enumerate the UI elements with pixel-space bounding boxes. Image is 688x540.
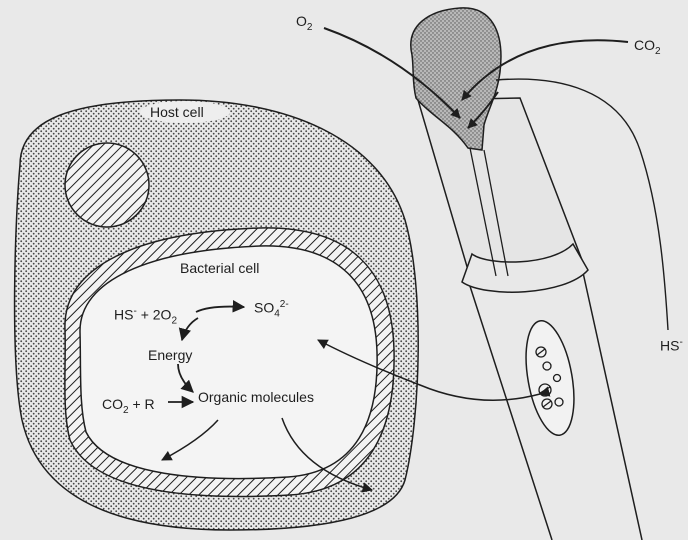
hs-charge: -: [133, 306, 136, 317]
o2-text: O: [296, 13, 307, 29]
plus-2o2-text: + 2O: [141, 307, 172, 323]
organic-molecules-text: Organic molecules: [198, 389, 314, 405]
bacterial-cell-label: Bacterial cell: [180, 261, 259, 275]
bacterial-cell-label-text: Bacterial cell: [180, 260, 259, 276]
hs-label-text: HS: [660, 338, 679, 354]
so4-text: SO: [254, 300, 274, 316]
so4-subscript: 4: [274, 308, 280, 319]
o2-subscript: 2: [171, 315, 177, 326]
co2-label-subscript: 2: [655, 46, 661, 57]
reaction-reactants: HS- + 2O2: [114, 307, 177, 326]
co2-reactant-text: CO: [102, 396, 123, 412]
tube-body: [418, 98, 582, 279]
co2-text: CO: [634, 37, 655, 53]
so4-charge: 2-: [280, 299, 289, 310]
bacterial-cell-interior: [80, 246, 377, 479]
sulfate-label: SO42-: [254, 300, 289, 319]
host-nucleus: [65, 143, 149, 227]
hs-text: HS: [114, 307, 133, 323]
plus-r-text: + R: [132, 396, 154, 412]
hs-label: HS-: [660, 338, 683, 353]
co2-label: CO2: [634, 38, 661, 57]
host-cell-label-text: Host cell: [150, 104, 204, 120]
energy-label: Energy: [148, 348, 192, 362]
o2-label: O2: [296, 14, 312, 33]
host-cell-label: Host cell: [150, 105, 204, 119]
o2-label-subscript: 2: [307, 22, 313, 33]
co2-reactant-subscript: 2: [123, 405, 129, 416]
co2-reactant-label: CO2 + R: [102, 397, 155, 416]
energy-text: Energy: [148, 347, 192, 363]
hs-label-charge: -: [679, 337, 682, 348]
trophosome: [518, 317, 581, 439]
organic-molecules-label: Organic molecules: [198, 390, 314, 404]
